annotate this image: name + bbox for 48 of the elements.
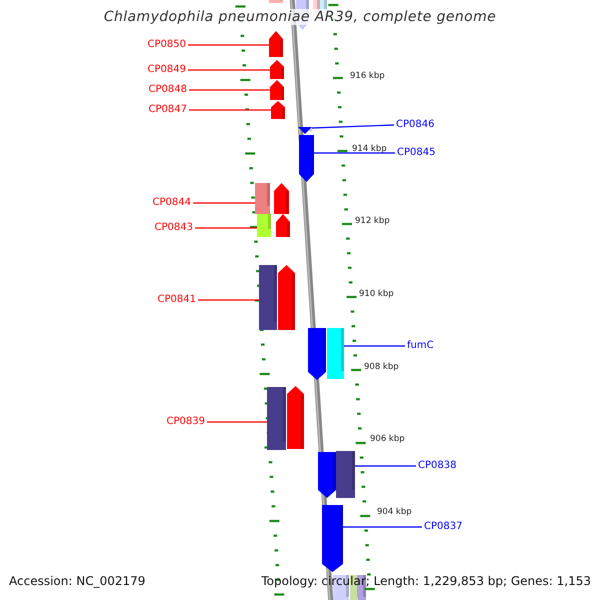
accession-note: Accession: NC_002179 [9, 574, 146, 588]
leader-line [312, 124, 394, 129]
gene-feature [269, 31, 283, 57]
genome-summary: Topology: circular; Length: 1,229,853 bp; Genes: 1,153 [261, 574, 591, 588]
leader-line [344, 345, 405, 347]
gene-label: CP0837 [424, 521, 462, 533]
leader-line [314, 152, 395, 154]
gene-label: CP0839 [166, 416, 205, 428]
gene-label: CP0849 [148, 64, 186, 76]
leader-line [189, 109, 271, 111]
position-label: 906 kbp [370, 434, 405, 444]
position-label: 908 kbp [364, 362, 399, 372]
position-label: 912 kbp [355, 216, 390, 226]
position-label: 914 kbp [352, 144, 387, 154]
leader-line [355, 465, 416, 467]
leader-line [207, 421, 267, 423]
gene-feature [327, 328, 344, 379]
gene-feature [255, 183, 270, 214]
leader-line [189, 89, 270, 91]
leader-line [188, 44, 269, 46]
leader-line [198, 299, 259, 301]
gene-feature [270, 60, 284, 79]
gene-feature [322, 505, 343, 572]
gene-label: fumC [407, 340, 434, 352]
gene-feature [271, 101, 285, 119]
gene-feature [257, 214, 271, 237]
gene-label: CP0841 [158, 294, 196, 306]
gene-feature [267, 387, 286, 450]
gene-label: CP0848 [148, 84, 187, 96]
gene-feature [259, 265, 277, 330]
leader-line [193, 202, 255, 204]
leader-line [195, 227, 257, 229]
position-label: 904 kbp [377, 507, 412, 517]
position-label: 916 kbp [350, 71, 385, 81]
gene-feature [298, 127, 312, 134]
gene-label: CP0838 [418, 460, 456, 472]
leader-line [188, 69, 270, 71]
gene-label: CP0846 [396, 119, 434, 131]
gene-label: CP0850 [148, 39, 186, 51]
position-label: 910 kbp [359, 289, 394, 299]
gene-feature [336, 451, 355, 498]
gene-label: CP0845 [397, 147, 436, 159]
map-title: Chlamydophila pneumoniae AR39, complete genome [104, 9, 496, 25]
gene-label: CP0844 [152, 197, 191, 209]
gene-label: CP0843 [154, 222, 193, 234]
leader-line [343, 526, 422, 528]
gene-label: CP0847 [148, 104, 187, 116]
gene-feature [270, 80, 284, 100]
